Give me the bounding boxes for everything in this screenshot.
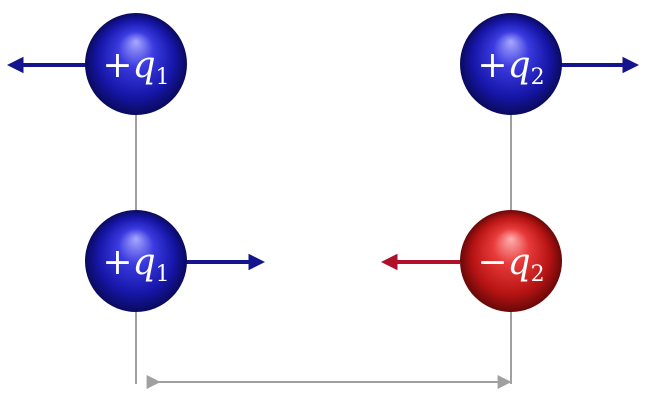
charge-top-left: +q1	[85, 13, 187, 115]
charge-bottom-left: +q1	[85, 210, 187, 312]
negative-charge-sphere	[460, 210, 562, 312]
charge-label: +q1	[102, 45, 169, 90]
charge-label: −q2	[477, 242, 544, 287]
positive-charge-sphere	[460, 13, 562, 115]
charge-label: +q1	[102, 242, 169, 287]
charge-label: +q2	[477, 45, 544, 90]
positive-charge-sphere	[85, 13, 187, 115]
charge-bottom-right: −q2	[460, 210, 562, 312]
positive-charge-sphere	[85, 210, 187, 312]
charge-top-right: +q2	[460, 13, 562, 115]
